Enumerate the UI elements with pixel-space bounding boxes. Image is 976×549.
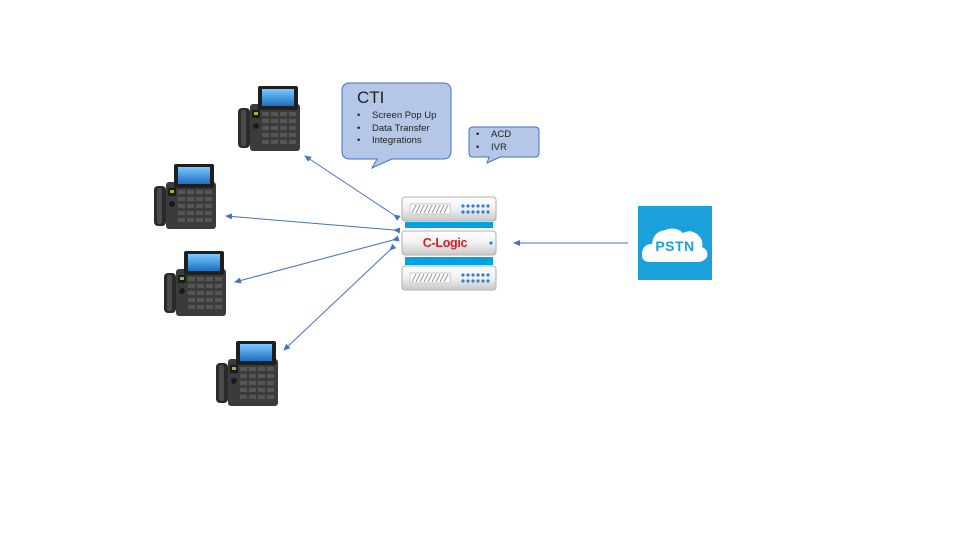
arrow-phone1-server xyxy=(304,155,401,221)
desk-phone-icon xyxy=(164,251,226,316)
arrow-phone4-server xyxy=(283,243,397,351)
acd-item-ivr: IVR xyxy=(475,142,511,155)
acd-item-acd: ACD xyxy=(475,129,511,142)
desk-phone-icon xyxy=(216,341,278,406)
cti-item-screen-pop: Screen Pop Up xyxy=(356,110,436,123)
cti-item-integrations: Integrations xyxy=(356,135,436,148)
cloud-icon xyxy=(641,228,708,262)
acd-callout-list: ACD IVR xyxy=(475,129,511,154)
pstn-label: PSTN xyxy=(655,238,695,254)
server-brand-label: C-Logic xyxy=(422,236,468,250)
cti-callout-list: Screen Pop Up Data Transfer Integrations xyxy=(356,110,436,148)
arrow-phone3-server xyxy=(234,235,400,284)
cti-item-data-transfer: Data Transfer xyxy=(356,123,436,136)
pstn-icon xyxy=(638,206,712,280)
server-rack-icon xyxy=(401,196,497,291)
desk-phone-icon xyxy=(154,164,216,229)
cti-callout-title: CTI xyxy=(357,88,385,107)
arrow-phone2-server xyxy=(225,213,401,234)
desk-phone-icon xyxy=(238,86,300,151)
